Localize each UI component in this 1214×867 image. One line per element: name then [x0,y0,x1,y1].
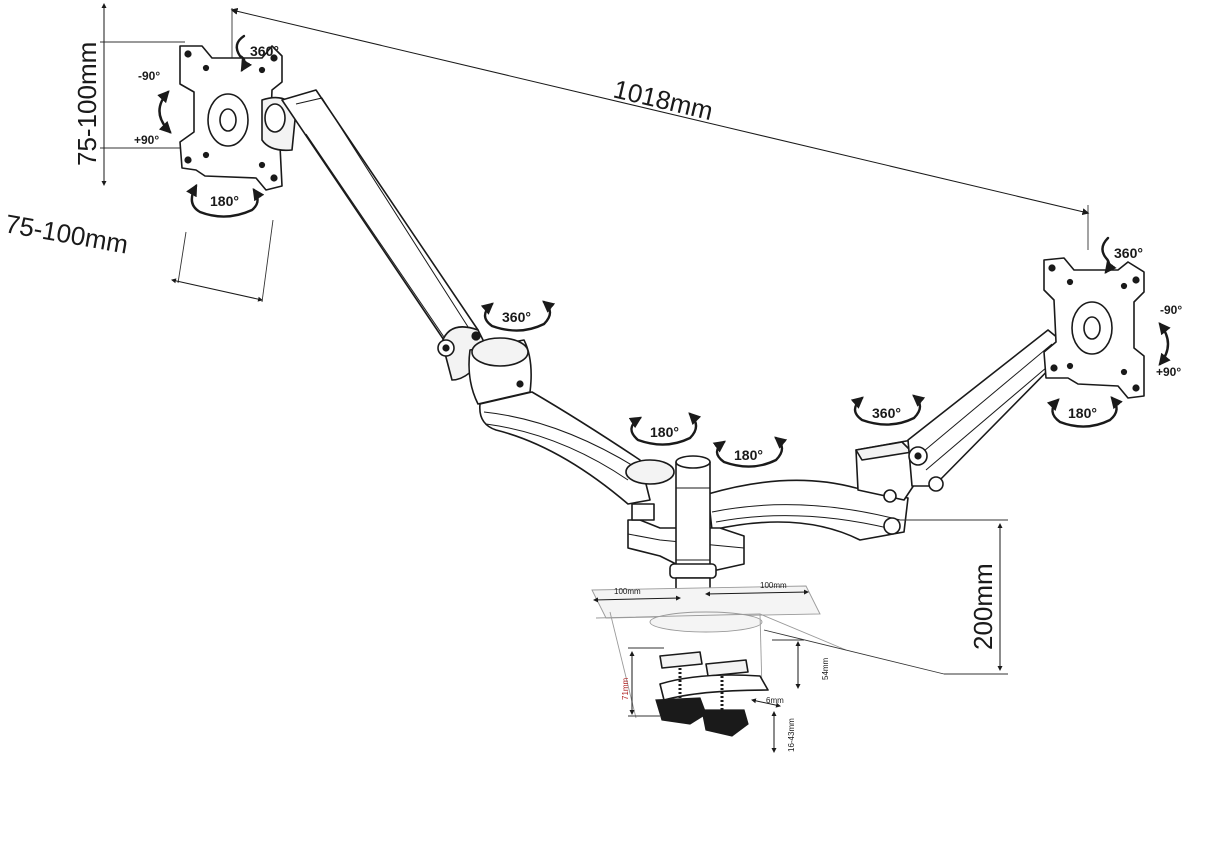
right-arm-swivel-label: 180° [734,447,763,463]
right-spin-indicator: 360° [1101,236,1143,274]
left-plate-swivel-indicator: 180° [186,183,265,218]
span-label: 1018mm [611,74,716,126]
height-label: 200mm [968,563,998,650]
left-plate-swivel-label: 180° [210,193,239,209]
right-arm-swivel-indicator: 180° [712,436,788,468]
left-lower-arm [468,337,651,505]
left-tilt-down-label: +90° [134,133,159,147]
height-dimension: 200mm [763,519,1008,675]
left-spin-indicator: 360° [235,34,279,73]
right-plate-swivel-indicator: 180° [1046,396,1123,428]
right-elbow-label: 360° [872,405,901,421]
clamp-dimensions: 71mm 54mm 6mm 16-43mm [621,639,830,753]
left-elbow-indicator: 360° [480,300,556,332]
vesa-horizontal-label: 75-100mm [3,208,131,259]
left-tilt-indicator: -90° +90° [134,69,172,147]
base-left-label: 100mm [614,587,641,596]
base-right-label: 100mm [760,581,787,590]
vesa-vertical-dimension: 75-100mm [72,2,185,186]
right-vesa-plate [1043,257,1145,399]
vesa-vertical-label: 75-100mm [72,42,102,166]
desk-clamp [655,651,769,737]
right-elbow-indicator: 360° [850,394,926,426]
right-tilt-indicator: -90° +90° [1156,303,1182,379]
desk-plane [591,585,847,719]
right-arm [707,329,1071,541]
left-arm-swivel-label: 180° [650,424,679,440]
center-pole [625,455,745,623]
desk-range-label: 16-43mm [787,718,796,752]
left-arm-swivel-indicator: 180° [628,412,702,446]
clamp-upper-label: 54mm [821,657,830,680]
left-elbow-label: 360° [502,309,531,325]
left-upper-arm [281,89,489,381]
clamp-total-label: 71mm [621,677,630,700]
right-tilt-down-label: +90° [1156,365,1181,379]
left-vesa-plate [179,45,297,191]
left-tilt-up-label: -90° [138,69,160,83]
vesa-horizontal-dimension: 75-100mm [3,208,274,303]
right-tilt-up-label: -90° [1160,303,1182,317]
right-spin-label: 360° [1114,245,1143,261]
left-spin-label: 360° [250,43,279,59]
base-dimensions: 100mm 100mm [593,581,809,603]
clamp-plate-label: 6mm [766,696,784,705]
right-plate-swivel-label: 180° [1068,405,1097,421]
